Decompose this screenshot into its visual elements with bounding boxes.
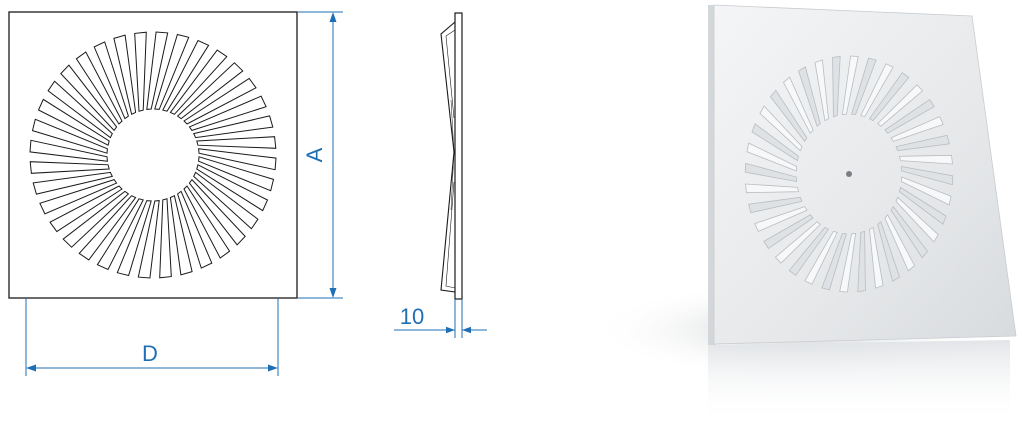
radial-slot: [183, 77, 257, 125]
radial-slot: [176, 62, 244, 120]
thickness-arrow-right: [462, 326, 471, 334]
radial-slot: [188, 178, 246, 246]
radial-slot: [93, 41, 129, 120]
photo-slot: [877, 221, 900, 282]
photo-slot: [841, 55, 859, 115]
photo-slot: [745, 183, 800, 194]
photo-slot: [877, 84, 924, 127]
radial-slot: [154, 33, 190, 110]
photo-slot: [759, 105, 803, 152]
radial-slot: [96, 198, 144, 271]
photo-slot: [788, 226, 830, 276]
radial-slot: [78, 195, 137, 261]
photo-slot: [821, 233, 847, 291]
radial-slot: [177, 190, 213, 269]
photo-slot: [857, 230, 866, 293]
product-photo-reflection: [708, 340, 1010, 424]
dimension-a-arrow-top: [329, 12, 337, 22]
thickness-label: 10: [400, 304, 424, 329]
radial-slot: [198, 156, 275, 192]
side-view-plate: [454, 12, 463, 300]
photo-slot: [832, 55, 841, 118]
photo-slot: [769, 89, 808, 143]
dimension-d-arrow-right: [268, 364, 278, 372]
photo-slot: [890, 205, 929, 259]
radial-slot: [196, 164, 269, 212]
radial-slot: [60, 64, 118, 132]
side-view-blade-middle: [450, 99, 455, 211]
photo-slot: [869, 226, 884, 289]
photo-slot: [782, 76, 814, 134]
photo-slot: [900, 166, 954, 186]
radial-slot: [159, 198, 172, 279]
radial-slot: [113, 34, 137, 116]
radial-slot: [116, 200, 152, 277]
side-view-profile: [440, 21, 456, 293]
photo-slot: [899, 186, 947, 225]
side-view: [440, 12, 463, 300]
radial-slot: [75, 51, 123, 125]
photo-slot: [895, 196, 939, 243]
radial-slot: [37, 98, 110, 146]
radial-slot: [196, 136, 277, 149]
radial-slot: [134, 31, 147, 112]
radial-slot: [162, 39, 210, 112]
dimension-a: A: [297, 11, 343, 299]
radial-slot: [39, 179, 118, 215]
radial-slot: [193, 171, 259, 230]
photo-slot: [744, 162, 798, 182]
photo-slot: [890, 116, 944, 142]
radial-slot: [29, 139, 108, 162]
photo-slot: [868, 72, 910, 122]
photo-slot: [804, 230, 838, 285]
photo-slot: [798, 66, 821, 127]
radial-slot: [192, 115, 274, 139]
side-view-blade-upper: [445, 29, 456, 119]
radial-slot: [49, 185, 123, 233]
radial-slot-pattern: [29, 31, 277, 279]
radial-slot: [198, 148, 277, 171]
photo-slot: [746, 142, 798, 172]
dimension-thickness: 10: [394, 299, 487, 338]
photo-slot: [895, 134, 950, 152]
radial-slot: [183, 185, 231, 259]
photo-slot: [774, 221, 821, 264]
photo-slot: [884, 99, 935, 134]
photo-slot: [751, 123, 799, 162]
product-photo-slot-pattern: [744, 55, 954, 293]
radial-slot: [188, 95, 267, 131]
product-photo-center-dot: [846, 171, 852, 177]
radial-slot: [32, 171, 114, 195]
radial-slot: [62, 190, 130, 248]
dimension-d-arrow-left: [26, 364, 36, 372]
side-view-blade-lower: [445, 181, 456, 289]
photo-slot: [754, 206, 808, 232]
photo-slot: [898, 154, 953, 165]
photo-slot: [748, 196, 803, 214]
radial-slot: [146, 31, 169, 110]
dimension-a-arrow-bottom: [329, 288, 337, 298]
thickness-arrow-left: [446, 326, 455, 334]
photo-slot: [884, 214, 916, 272]
front-view: [8, 11, 298, 299]
radial-slot: [137, 200, 160, 279]
radial-slot: [169, 49, 228, 115]
product-photo: [590, 4, 1017, 424]
radial-slot: [47, 80, 113, 139]
dimension-d-label: D: [142, 341, 158, 366]
photo-slot: [851, 57, 877, 115]
radial-slot: [29, 161, 110, 174]
dimension-a-label: A: [302, 147, 327, 162]
photo-slot: [763, 214, 814, 249]
photo-slot: [814, 59, 829, 122]
photo-slot: [900, 176, 952, 206]
photo-slot: [839, 233, 857, 293]
radial-slot: [31, 118, 108, 154]
radial-slot: [169, 194, 193, 276]
photo-slot: [860, 63, 894, 118]
dimension-d: D: [25, 298, 279, 376]
